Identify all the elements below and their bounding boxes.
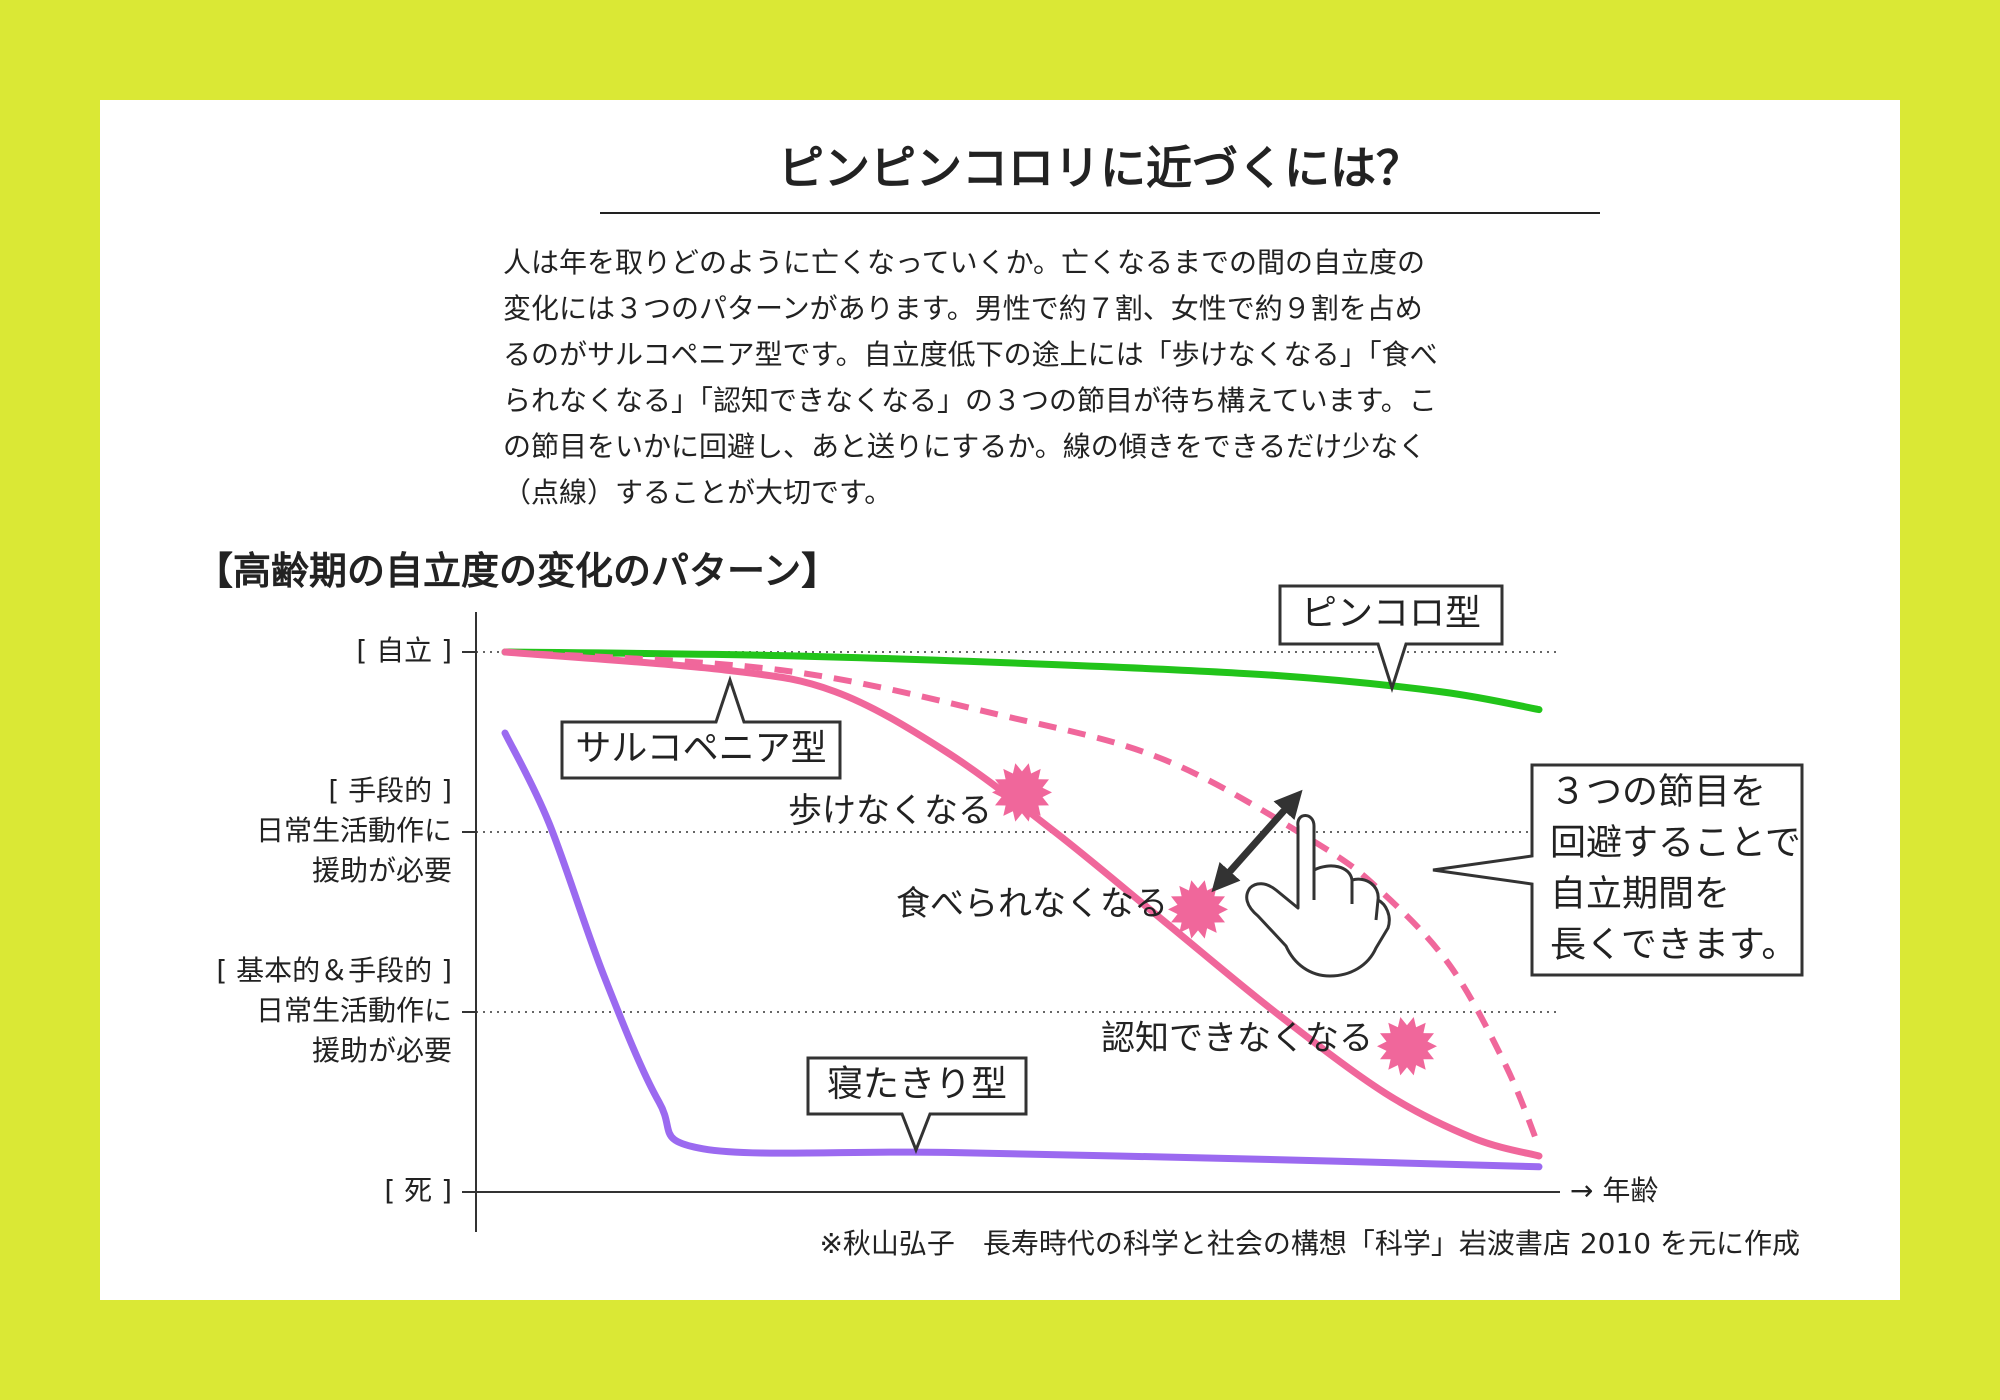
gap-arrow [1211, 789, 1303, 893]
intro-line: られなくなる」「認知できなくなる」の３つの節目が待ち構えています。こ [503, 384, 1437, 417]
milestone-starburst [1377, 1017, 1437, 1076]
series-line-1 [501, 648, 1543, 1160]
y-tick-label: [ 自立 ] [356, 634, 452, 667]
milestone-starburst [1168, 880, 1228, 939]
hand-fingers [1312, 870, 1380, 921]
y-tick-label: 日常生活動作に [256, 814, 452, 847]
callout-label: 自立期間を [1550, 874, 1730, 915]
callout-label: 回避することで [1550, 822, 1801, 863]
y-tick-label: [ 死 ] [384, 1174, 452, 1207]
callout-pinkoro: ピンコロ型 [1278, 584, 1504, 693]
series-target-dashed [504, 649, 1542, 1149]
milestone-label: 食べられなくなる [896, 884, 1168, 924]
milestone-label: 歩けなくなる [788, 791, 992, 831]
intro-line: 人は年を取りどのように亡くなっていくか。亡くなるまでの間の自立度の [503, 246, 1426, 279]
callout-label: 寝たきり型 [827, 1064, 1007, 1105]
intro-line: るのがサルコペニア型です。自立度低下の途上には「歩けなくなる」「食べ [503, 338, 1438, 371]
y-tick-label: [ 基本的＆手段的 ] [216, 954, 452, 987]
intro-line: の節目をいかに回避し、あと送りにするか。線の傾きをできるだけ少なく [503, 430, 1427, 463]
callout-box [806, 1056, 1028, 1155]
y-tick-label: 日常生活動作に [256, 994, 452, 1027]
intro-line: （点線）することが大切です。 [503, 476, 893, 509]
callout-sarcopenia: サルコペニア型 [560, 675, 842, 780]
series-line-3 [501, 729, 1543, 1171]
source-note: ※秋山弘子 長寿時代の科学と社会の構想「科学」岩波書店 2010 を元に作成 [819, 1227, 1800, 1260]
callout-box [1432, 763, 1804, 977]
y-tick-label: 援助が必要 [312, 854, 452, 887]
y-tick-label: [ 手段的 ] [328, 774, 452, 807]
chart-heading: 【高齢期の自立度の変化のパターン】 [195, 549, 840, 593]
pointing-hand-icon [1245, 814, 1391, 978]
series-line-0 [501, 648, 1543, 714]
callout-label: 長くできます。 [1550, 925, 1797, 966]
milestone-starburst [992, 763, 1052, 822]
hand-shape [1245, 814, 1391, 978]
milestone-label: 認知できなくなる [1101, 1019, 1373, 1059]
intro-text: 人は年を取りどのように亡くなっていくか。亡くなるまでの間の自立度の 変化には３つ… [503, 240, 1503, 516]
callout-label: ピンコロ型 [1301, 593, 1481, 634]
callout-box [560, 675, 842, 780]
page-title: ピンピンコロリに近づくには？ [600, 132, 1600, 214]
callout-label: ３つの節目を [1550, 771, 1766, 812]
callout-box [1278, 584, 1504, 693]
callout-label: サルコペニア型 [575, 728, 826, 769]
callout-bedridden: 寝たきり型 [806, 1056, 1028, 1155]
intro-line: 変化には３つのパターンがあります。男性で約７割、女性で約９割を占め [503, 292, 1423, 325]
y-tick-label: 援助が必要 [312, 1034, 452, 1067]
x-axis-label: → 年齢 [1570, 1174, 1658, 1207]
